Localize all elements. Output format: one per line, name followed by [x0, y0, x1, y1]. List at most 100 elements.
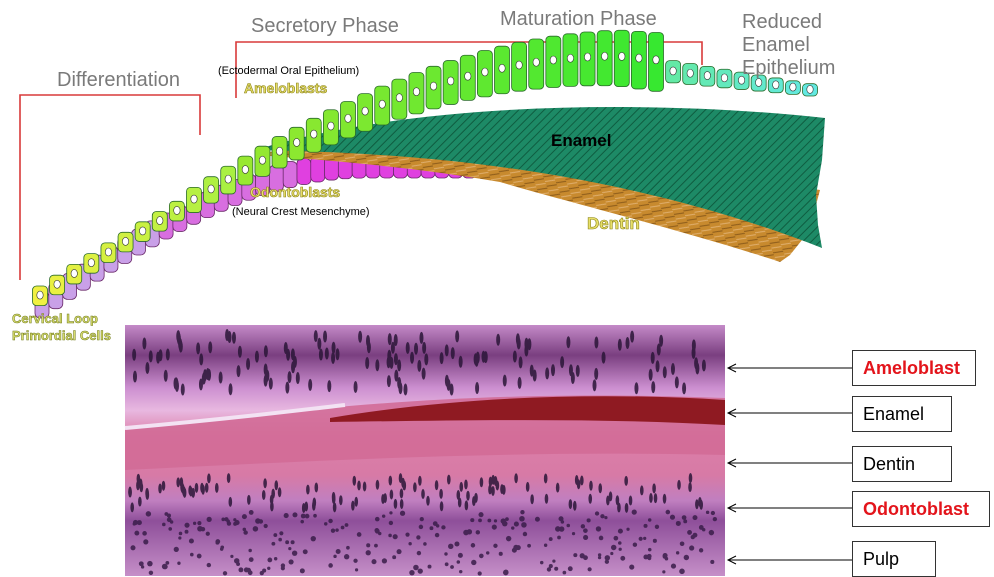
pulp-nucleus [216, 541, 220, 545]
ameloblast-cell [306, 118, 321, 152]
ameloblast-nucleus [388, 333, 392, 345]
ameloblast-nucleus [394, 370, 398, 382]
ameloblast-nucleus [291, 348, 295, 360]
pulp-nucleus [699, 548, 703, 552]
ameloblast-cell [631, 31, 646, 89]
pulp-nucleus [184, 523, 189, 528]
pulp-nucleus [147, 561, 153, 567]
pulp-nucleus [514, 521, 519, 526]
ameloblast-nucleus [332, 342, 336, 354]
pulp-nucleus [420, 517, 424, 521]
pulp-nucleus [679, 569, 685, 575]
odontoblast-nucleus [699, 500, 703, 510]
ameloblast-nucleus [671, 363, 675, 375]
pulp-nucleus [418, 568, 423, 573]
ameloblast-nucleus [225, 329, 229, 341]
ameloblast-cell [409, 72, 424, 113]
pulp-nucleus [289, 559, 294, 564]
odontoblast-nucleus [315, 482, 319, 492]
ameloblast-cell [187, 187, 202, 212]
odontoblast-nucleus [418, 476, 422, 486]
pulp-nucleus [626, 528, 629, 531]
odontoblast-nucleus [502, 485, 506, 495]
ameloblast-nucleus [286, 349, 290, 361]
pulp-nucleus [243, 528, 247, 532]
pulp-nucleus [409, 570, 414, 575]
cervical-loop-label: Cervical Loop Primordial Cells [12, 310, 111, 344]
ameloblast-nucleus [482, 351, 486, 363]
ameloblast-nucleus [237, 365, 241, 377]
odontoblast-nucleus [435, 480, 439, 490]
pointer-arrow [728, 364, 852, 372]
pulp-nucleus [271, 542, 275, 546]
odontoblast-nucleus [229, 497, 233, 507]
odontoblast-nucleus [352, 476, 356, 486]
pulp-nucleus [662, 570, 665, 573]
pulp-nucleus [274, 557, 277, 560]
pulp-nucleus [279, 531, 283, 535]
pulp-nucleus [389, 521, 393, 525]
pointer-arrow [728, 459, 852, 467]
odontoblast-nucleus [663, 494, 667, 504]
ameloblast-cell [375, 86, 390, 125]
ameloblast-nucleus [133, 371, 137, 383]
pulp-nucleus [248, 549, 251, 552]
pulp-nucleus [478, 512, 483, 517]
ameloblast-nucleus [327, 380, 331, 392]
odontoblast-nucleus [625, 503, 629, 513]
pulp-nucleus [599, 536, 604, 541]
odontoblast-nucleus [514, 473, 518, 483]
ameloblast-nucleus [354, 381, 358, 393]
ameloblast-nucleus [576, 365, 580, 377]
odontoblast-nucleus [496, 480, 500, 490]
pulp-nucleus [687, 530, 692, 535]
pulp-nucleus [388, 534, 392, 538]
odontoblast-nucleus [205, 483, 209, 493]
odontoblast-nucleus [458, 497, 462, 507]
pulp-nucleus [682, 515, 687, 520]
pointer-arrow [728, 556, 852, 564]
pulp-nucleus [689, 545, 694, 550]
pulp-nucleus [633, 543, 637, 547]
pulp-nucleus [683, 519, 687, 523]
ameloblast-nucleus [232, 332, 236, 344]
pulp-nucleus [328, 563, 333, 568]
pulp-nucleus [177, 562, 180, 565]
pulp-nucleus [224, 517, 228, 521]
odontoblast-nucleus [312, 501, 316, 511]
pulp-nucleus [693, 515, 698, 520]
dentin-box: Dentin [852, 446, 952, 482]
pulp-nucleus [220, 545, 224, 549]
odontoblast-nucleus [466, 491, 470, 501]
ameloblast-cell [152, 211, 167, 231]
ameloblast-nucleus [336, 348, 340, 360]
pulp-nucleus [557, 536, 561, 540]
pulp-nucleus [346, 546, 350, 550]
pulp-nucleus [655, 525, 659, 529]
pulp-nucleus [647, 554, 652, 559]
ameloblast-nucleus [518, 377, 522, 389]
odontoblast-nucleus [302, 503, 306, 513]
pulp-nucleus [333, 555, 336, 558]
ameloblast-cell [392, 79, 407, 119]
pulp-nucleus [458, 553, 463, 558]
odontoblast-nucleus [459, 482, 463, 492]
ameloblast-nucleus [630, 331, 634, 343]
odontoblast-nucleus [464, 479, 468, 489]
ameloblast-nucleus [397, 359, 401, 371]
odontoblast-nucleus [195, 483, 199, 493]
ameloblast-nucleus [206, 368, 210, 380]
pulp-nucleus [588, 567, 592, 571]
ameloblast-nucleus [594, 368, 598, 380]
odontoblast-nucleus [357, 480, 361, 490]
pulp-nucleus [471, 560, 476, 565]
pulp-nucleus [493, 544, 497, 548]
odontoblast-nucleus [215, 483, 219, 493]
ameloblast-cell [426, 66, 441, 109]
ameloblast-nucleus [440, 352, 444, 364]
pulp-nucleus [499, 552, 503, 556]
pulp-nucleus [540, 561, 543, 564]
odontoblast-nucleus [465, 500, 469, 510]
pulp-nucleus [611, 545, 616, 550]
pulp-nucleus [639, 537, 643, 541]
